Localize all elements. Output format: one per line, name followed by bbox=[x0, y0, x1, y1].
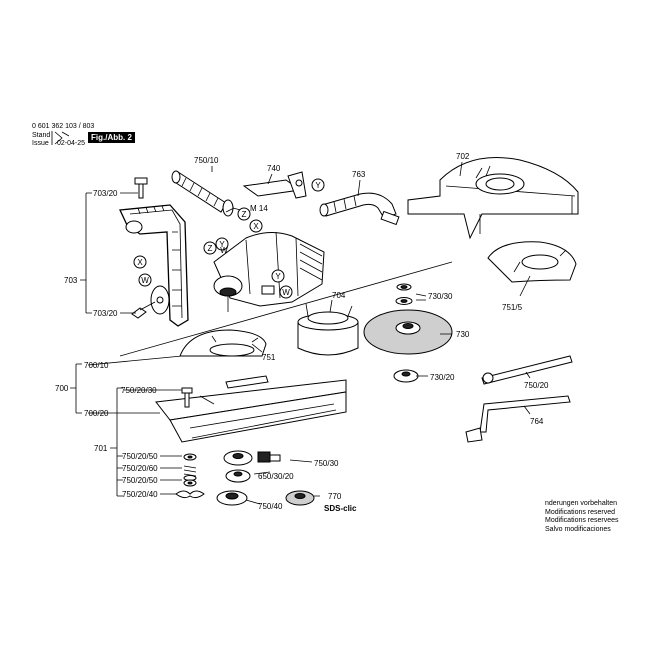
washer-750-20-50-a bbox=[183, 453, 197, 461]
nut-730-20 bbox=[393, 369, 419, 383]
bracket-703 bbox=[80, 192, 92, 314]
label-702: 702 bbox=[456, 152, 470, 161]
label-764: 764 bbox=[530, 417, 544, 426]
guard-751 bbox=[179, 329, 267, 357]
stand-label: Stand bbox=[32, 132, 51, 139]
flange-750-30 bbox=[223, 450, 253, 466]
leader-line-main bbox=[119, 261, 453, 357]
flange-750-40 bbox=[216, 490, 248, 506]
label-740: 740 bbox=[267, 164, 281, 173]
issue-label: Issue bbox=[32, 140, 49, 147]
label-700-20: 700/20 bbox=[84, 409, 109, 418]
label-750-20-50-b: 750/20/50 bbox=[122, 476, 158, 485]
marker-y1 bbox=[311, 178, 325, 192]
label-750-10: 750/10 bbox=[194, 156, 219, 165]
leader-lines bbox=[87, 161, 531, 505]
label-750-20-60: 750/20/60 bbox=[122, 464, 158, 473]
label-750-20: 750/20 bbox=[524, 381, 549, 390]
marker-y3-text: Y bbox=[275, 272, 281, 281]
part-number: 0 601 362 103 / 803 bbox=[32, 123, 95, 130]
marker-x2 bbox=[133, 255, 147, 269]
label-700: 700 bbox=[55, 384, 69, 393]
issue-date: 02-04-25 bbox=[57, 140, 86, 147]
label-751-5: 751/5 bbox=[502, 303, 523, 312]
label-750-30: 750/30 bbox=[314, 459, 339, 468]
label-701: 701 bbox=[94, 444, 108, 453]
label-751: 751 bbox=[262, 353, 276, 362]
note-line-es: Salvo modificaciones bbox=[545, 525, 611, 533]
handle-bracket-703 bbox=[119, 204, 189, 327]
angle-grinder-body bbox=[213, 231, 325, 312]
cutting-guide-700 bbox=[155, 375, 347, 443]
hex-key-764 bbox=[465, 395, 571, 443]
spring-750-20-60 bbox=[183, 465, 197, 481]
washer-750-20-50-b bbox=[183, 479, 197, 487]
note-line-en: Modifications reserved bbox=[545, 508, 616, 516]
label-703-20-bottom: 703/20 bbox=[93, 309, 118, 318]
wing-nut-750-20-40 bbox=[175, 490, 205, 499]
side-handle-750-10 bbox=[171, 170, 249, 217]
marker-w3-text: W bbox=[220, 246, 228, 255]
dust-cup-704 bbox=[297, 303, 359, 356]
grinding-disc-730 bbox=[363, 309, 453, 355]
modifications-note: nderungen vorbehalten Modifications rese… bbox=[545, 500, 619, 534]
label-700-10: 700/10 bbox=[84, 361, 109, 370]
key-650-30-20 bbox=[257, 451, 281, 463]
label-sds-clic: SDS-clic bbox=[324, 504, 357, 513]
note-line-fr: Modifications reservees bbox=[545, 517, 619, 524]
label-763: 763 bbox=[352, 170, 366, 179]
label-704: 704 bbox=[332, 291, 346, 300]
bracket-740 bbox=[242, 171, 307, 199]
marker-y3 bbox=[271, 269, 285, 283]
marker-y2 bbox=[215, 237, 229, 251]
label-650-30-20: 650/30/20 bbox=[258, 472, 294, 481]
screw-750-20-30 bbox=[181, 387, 193, 408]
label-750-20-40: 750/20/40 bbox=[122, 490, 158, 499]
marker-w1-text: W bbox=[282, 288, 290, 297]
guard-751-5 bbox=[487, 241, 577, 283]
marker-z1-text: Z bbox=[242, 210, 247, 219]
marker-x1 bbox=[249, 219, 263, 233]
note-line-de: nderungen vorbehalten bbox=[545, 500, 618, 507]
marker-w2 bbox=[138, 273, 152, 287]
label-730-20: 730/20 bbox=[430, 373, 455, 382]
label-m14: M 14 bbox=[250, 204, 268, 213]
sds-clic-nut-770 bbox=[285, 490, 315, 506]
wrench-750-20 bbox=[481, 355, 573, 385]
screw-703-20-bottom bbox=[131, 301, 156, 319]
marker-x2-text: X bbox=[137, 258, 143, 267]
marker-z2-text: Z bbox=[208, 244, 213, 253]
label-770: 770 bbox=[328, 492, 342, 501]
washers-730-30 bbox=[395, 283, 413, 305]
marker-z1 bbox=[237, 207, 251, 221]
guard-702 bbox=[407, 157, 579, 240]
bracket-701 bbox=[110, 387, 123, 497]
bracket-700 bbox=[70, 363, 82, 414]
label-703-20-top: 703/20 bbox=[93, 189, 118, 198]
marker-w2-text: W bbox=[141, 276, 149, 285]
label-730: 730 bbox=[456, 330, 470, 339]
screw-703-20-top bbox=[134, 177, 148, 199]
marker-y2-text: Y bbox=[219, 240, 225, 249]
marker-w1 bbox=[279, 285, 293, 299]
stand-stamp-icon bbox=[51, 131, 70, 145]
label-750-20-50-a: 750/20/50 bbox=[122, 452, 158, 461]
label-750-20-30: 750/20/30 bbox=[121, 386, 157, 395]
figure-label: Fig./Abb. 2 bbox=[88, 132, 135, 143]
label-750-40: 750/40 bbox=[258, 502, 283, 511]
marker-z2 bbox=[203, 241, 217, 255]
nut-650-30-20 bbox=[225, 469, 251, 483]
label-703: 703 bbox=[64, 276, 78, 285]
label-730-30: 730/30 bbox=[428, 292, 453, 301]
marker-y1-text: Y bbox=[315, 181, 321, 190]
marker-x1-text: X bbox=[253, 222, 259, 231]
suction-hose-763 bbox=[319, 192, 400, 226]
